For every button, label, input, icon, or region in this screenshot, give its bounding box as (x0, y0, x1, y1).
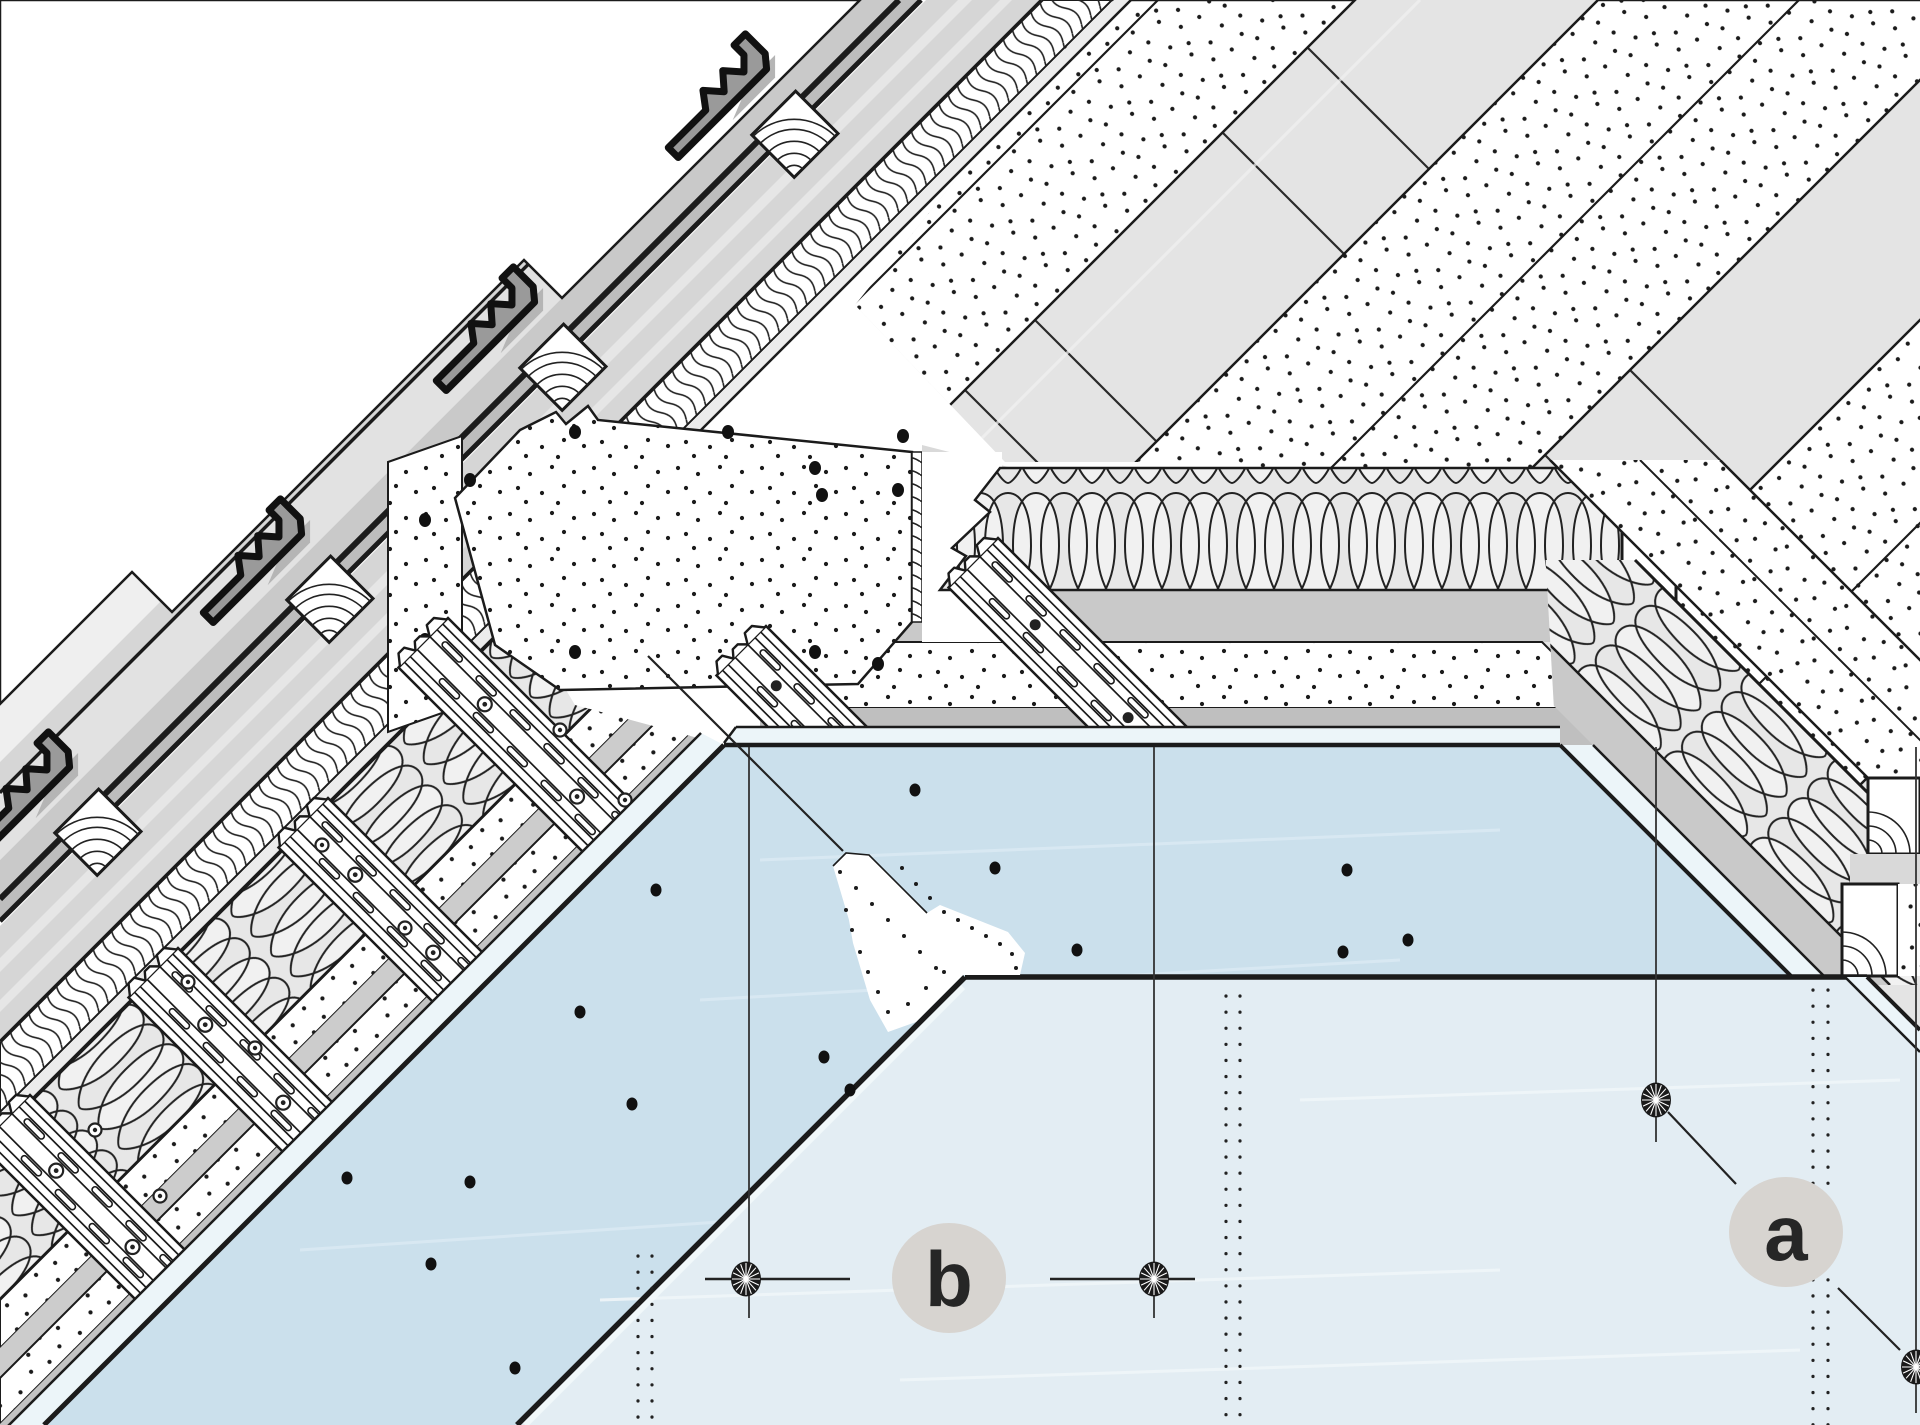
label-b: b (892, 1223, 1006, 1333)
gypsum-board-layers (7, 725, 1920, 1425)
label-a: a (1729, 1177, 1843, 1287)
svg-text:a: a (1764, 1189, 1808, 1277)
svg-text:b: b (925, 1235, 973, 1323)
screw-crosshair-marker (731, 1261, 761, 1297)
screw-crosshair-marker (1641, 1082, 1671, 1118)
screw-markers (636, 655, 1920, 1425)
insulation-and-planking (419, 404, 1681, 745)
rafter-and-insulation-right (1540, 460, 1920, 985)
screw-crosshair-marker (1139, 1261, 1169, 1297)
